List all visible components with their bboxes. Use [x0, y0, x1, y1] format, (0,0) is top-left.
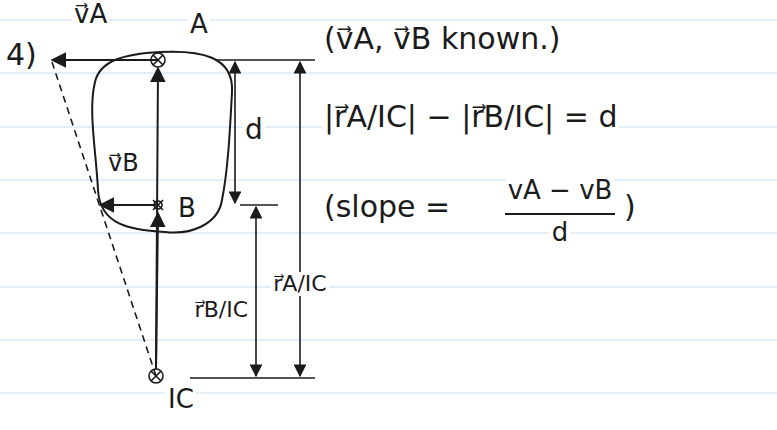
velocity-arrow — [100, 204, 158, 206]
ruled-lines — [0, 20, 777, 393]
dimension-lines — [190, 60, 315, 378]
point-marker — [151, 53, 165, 67]
rigid-body — [92, 52, 232, 233]
equation: |r⃗A/IC| − |r⃗B/IC| = d — [322, 100, 619, 133]
fraction-denominator: d — [550, 218, 571, 247]
velocity-label: v⃗B — [106, 150, 141, 176]
position-vector — [156, 68, 158, 369]
equation: ) — [622, 190, 638, 223]
problem-number: 4) — [4, 38, 39, 71]
point-label: IC — [166, 385, 196, 414]
point-label: A — [188, 10, 210, 39]
equation: (slope = — [322, 190, 452, 223]
dimension-label: r⃗A/IC — [271, 272, 328, 296]
note-text: (v⃗A, v⃗B known.) — [322, 22, 562, 55]
velocity-arrow — [52, 59, 158, 61]
velocity-label: v⃗A — [72, 0, 109, 29]
point-label: B — [176, 194, 198, 223]
point-marker — [153, 200, 163, 210]
position-vector — [156, 213, 158, 369]
dimension-label: r⃗B/IC — [193, 298, 250, 322]
velocity-profile — [52, 62, 156, 376]
fraction-numerator: vA − vB — [506, 176, 615, 205]
ic-marker — [149, 369, 163, 383]
dimension-label: d — [243, 115, 265, 146]
fraction-bar — [505, 213, 615, 215]
